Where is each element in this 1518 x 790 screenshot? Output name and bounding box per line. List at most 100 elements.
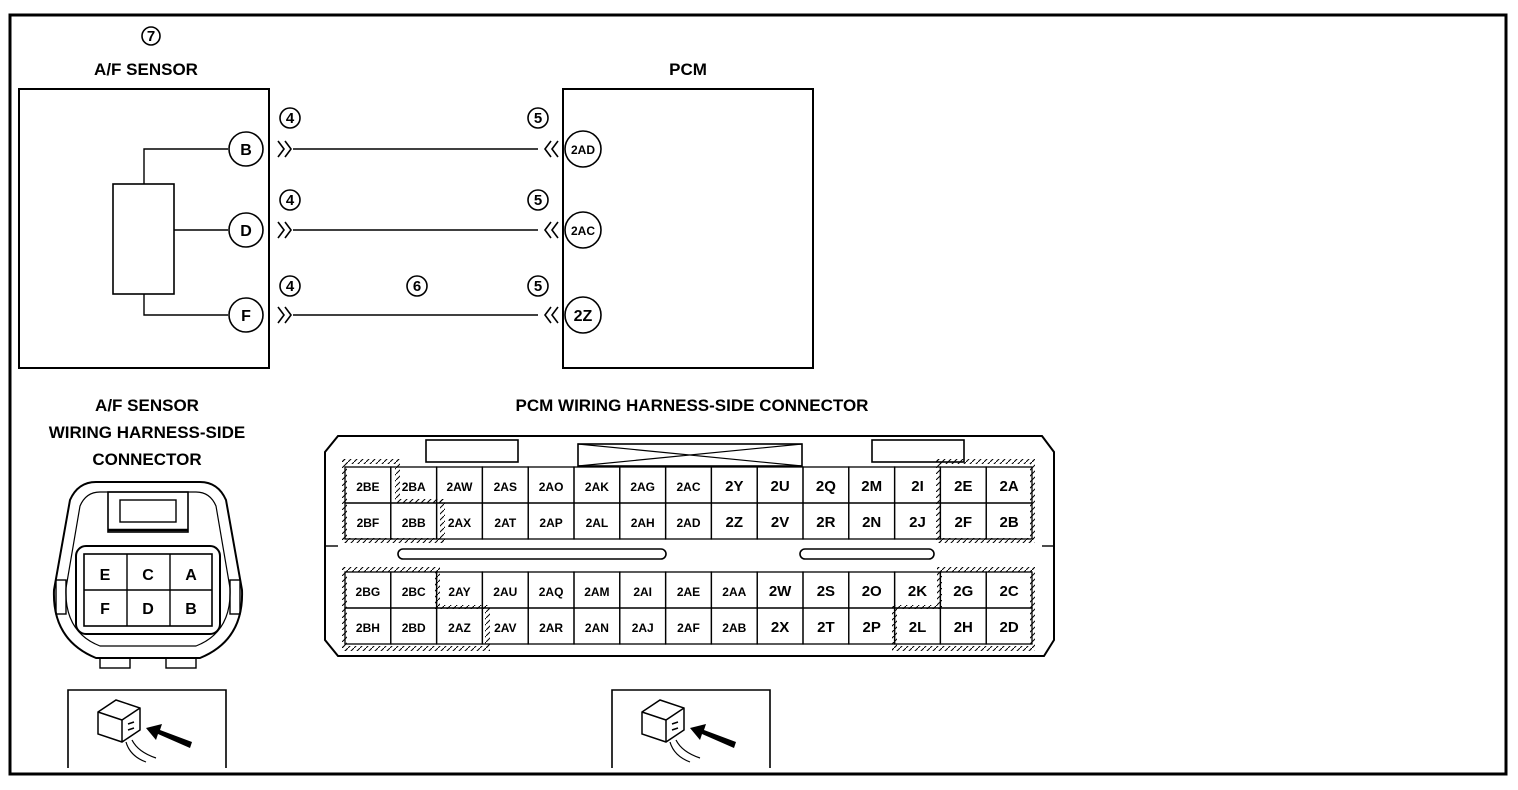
pcm-connector-number: 5 [534,192,542,209]
pcm-cavity-label: 2AU [493,585,517,599]
pcm-connector-callout [527,107,549,129]
pcm-center-latch [577,443,803,467]
pcm-cavity-label: 2D [1000,619,1019,636]
view-icon-pcm-connector [611,689,771,768]
wire-callout-circle [406,275,428,297]
pcm-connector-housing [324,435,1055,657]
pcm-connector-callout [527,275,549,297]
pcm-connector-symbol [544,306,559,324]
pcm-pin-circle [564,296,602,334]
pcm-cavity-label: 2BH [356,621,380,635]
sensor-pin-circle [228,131,264,167]
connector-pin-d: D [142,601,154,618]
view-arrow-icon [146,724,192,748]
view-arrow-icon [690,724,736,748]
connector-pin-c: C [142,567,154,584]
sensor-connector-number: 4 [286,110,295,127]
separator-rail-left [397,548,667,560]
af-connector-title-line-3: CONNECTOR [92,450,201,469]
pcm-cavity-label: 2AP [539,516,562,530]
af-sensor-connector: A/F SENSOR WIRING HARNESS-SIDE CONNECTOR… [49,396,245,669]
pcm-cavity-label: 2Q [816,478,836,495]
pcm-cavity-label: 2AD [676,516,700,530]
outer-frame [8,13,1508,776]
pcm-cavity-label: 2AN [585,621,609,635]
pcm-cavity-label: 2AZ [448,621,471,635]
schematic: 7 A/F SENSOR PCM 6 4 5 B 2AD [18,26,814,369]
pcm-cavity-label: 2R [816,514,835,531]
pcm-cavity-label: 2AL [586,516,609,530]
sensor-connector-symbol [277,140,292,158]
hatched-group-borders [342,459,1035,651]
pcm-cavity-label: 2U [771,478,790,495]
pcm-cavity-label: 2AQ [539,585,564,599]
pcm-cavity-label: 2AT [494,516,516,530]
pcm-cavity-label: 2S [817,583,835,600]
sensor-element [112,183,175,295]
sensor-connector-callout [279,275,301,297]
pcm-cavity-label: 2F [955,514,973,531]
pcm-cavity-label: 2AM [584,585,609,599]
pcm-connector-title: PCM WIRING HARNESS-SIDE CONNECTOR [516,396,869,415]
pcm-cavity-label: 2H [954,619,973,636]
pcm-cavity-label: 2AE [677,585,700,599]
separator-rail-right [799,548,935,560]
pcm-cavity-label: 2BF [357,516,380,530]
pcm-cavity-label: 2W [769,583,792,600]
sensor-callout-circle [141,26,161,46]
pcm-cavity-label: 2C [1000,583,1019,600]
sensor-pin-label: B [240,142,252,159]
pcm-cavity-label: 2BD [402,621,426,635]
pcm-cavity-label: 2I [911,478,924,495]
pcm-cavity-label: 2BA [402,480,426,494]
view-icon-af-connector [67,689,227,768]
pcm-box [562,88,814,369]
pcm-pin-label: 2AD [571,143,595,157]
pcm-cavity-label: 2AJ [632,621,654,635]
pcm-cavity-label: 2K [908,583,927,600]
view-icon-frame [611,689,771,768]
pcm-cavity-label: 2BC [402,585,426,599]
pcm-cavity-label: 2BG [356,585,381,599]
sensor-callout-number: 7 [147,28,155,45]
pcm-cavity-label: 2AF [677,621,700,635]
pcm-pin-circle [564,130,602,168]
sensor-connector-symbol [277,306,292,324]
connector-pin-b: B [185,601,197,618]
pcm-cavity-label: 2AB [722,621,746,635]
sensor-connector-symbol [277,221,292,239]
pcm-cavity-label: 2G [953,583,973,600]
pcm-cavity-label: 2Y [725,478,743,495]
pcm-cavity-label: 2T [817,619,835,636]
af-connector-title-line-2: WIRING HARNESS-SIDE [49,423,245,442]
pcm-cavity-label: 2AA [722,585,746,599]
view-icon-frame [67,689,227,768]
locking-tab [107,491,189,533]
connector-foot [99,657,131,669]
pcm-pin-label: 2AC [571,224,595,238]
pcm-cavity-label: 2AX [448,516,471,530]
internal-wire-f [143,294,228,316]
pcm-connector-callout [527,189,549,211]
af-sensor-label: A/F SENSOR [94,60,198,79]
sensor-connector-number: 4 [286,278,295,295]
pcm-cavity-label: 2V [771,514,789,531]
sensor-connector-number: 4 [286,192,295,209]
pcm-cavity-label: 2AR [539,621,563,635]
sensor-connector-callout [279,189,301,211]
pcm-connector-number: 5 [534,110,542,127]
pcm-cavity-label: 2J [909,514,926,531]
pcm-connector-symbol [544,221,559,239]
pcm-cavity-label: 2AK [585,480,609,494]
pcm-key-right [871,439,965,463]
pcm-cavity-label: 2Z [726,514,744,531]
locking-tab-inner [119,499,177,523]
af-connector-title-line-1: A/F SENSOR [95,396,199,415]
pcm-cavity-label: 2B [1000,514,1019,531]
pin-cavity [75,545,221,635]
pcm-cavity-label: 2AW [446,480,473,494]
pcm-cavity-label: 2AG [630,480,655,494]
